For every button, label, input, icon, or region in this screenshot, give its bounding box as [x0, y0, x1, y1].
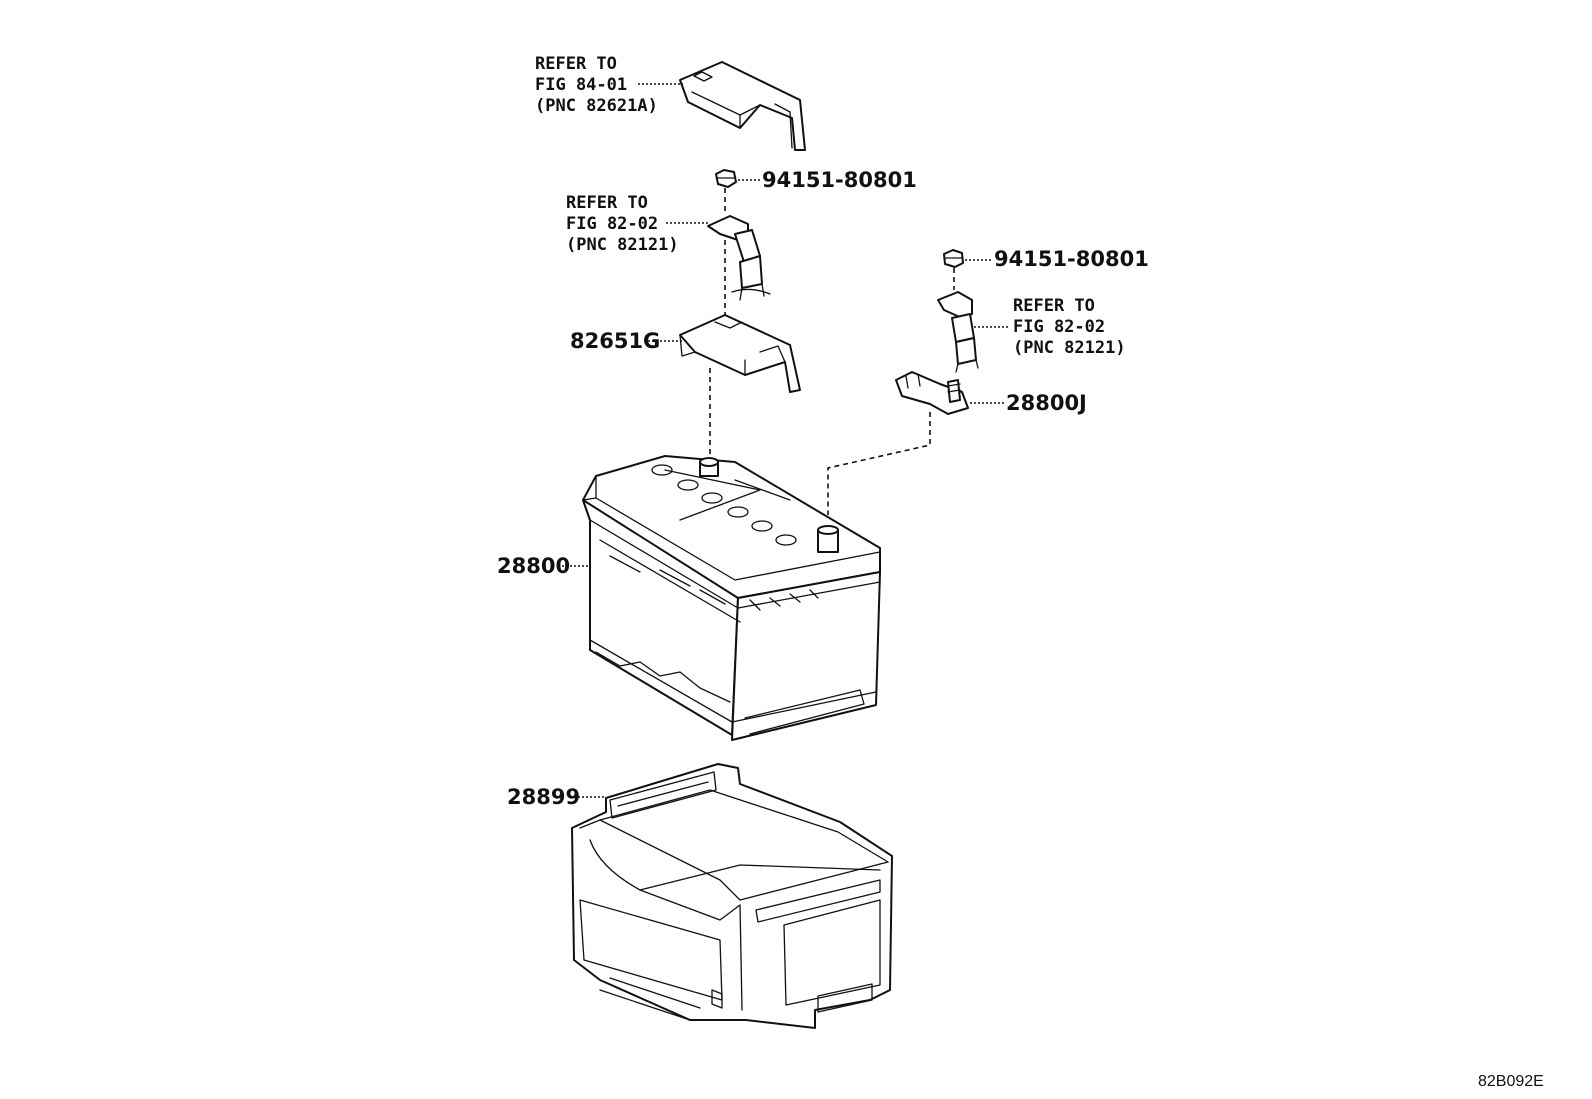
battery-tray-part: 28899 [507, 763, 893, 1029]
cable-ref-left-line-2: FIG 82-02 [566, 214, 658, 234]
assembly-line-negative [827, 412, 931, 515]
cable-ref-right-callout: REFER TO FIG 82-02 (PNC 82121) [974, 296, 1126, 358]
part-number-clamp: 28800J [1006, 391, 1087, 415]
part-number-terminal-cover: 82651G [570, 329, 660, 353]
terminal-clamp-part: 28800J [895, 371, 1087, 415]
battery-part: 28800 [497, 455, 881, 741]
cable-ref-right-line-3: (PNC 82121) [1013, 338, 1126, 358]
cover-ref-line-1: REFER TO [535, 54, 617, 74]
battery-top-cover-part [679, 61, 806, 151]
cable-ref-left-line-3: (PNC 82121) [566, 235, 679, 255]
terminal-cover-part: 82651G [570, 240, 801, 393]
cable-ref-right-line-2: FIG 82-02 [1013, 317, 1105, 337]
cover-ref-callout: REFER TO FIG 84-01 (PNC 82621A) [535, 54, 683, 116]
part-number-battery: 28800 [497, 554, 570, 578]
nut-right-part: 94151-80801 [943, 247, 1149, 271]
part-number-nut-left: 94151-80801 [762, 168, 917, 192]
nut-left-part: 94151-80801 [715, 168, 917, 192]
positive-cable-terminal [707, 188, 771, 301]
cover-ref-line-3: (PNC 82621A) [535, 96, 658, 116]
figure-code: 82B092E [1478, 1073, 1544, 1090]
cover-ref-line-2: FIG 84-01 [535, 75, 627, 95]
part-number-tray: 28899 [507, 785, 580, 809]
part-number-nut-right: 94151-80801 [994, 247, 1149, 271]
cable-ref-left-line-1: REFER TO [566, 193, 648, 213]
cable-ref-left-callout: REFER TO FIG 82-02 (PNC 82121) [566, 193, 708, 255]
negative-cable-terminal [937, 268, 979, 373]
cable-ref-right-line-1: REFER TO [1013, 296, 1095, 316]
